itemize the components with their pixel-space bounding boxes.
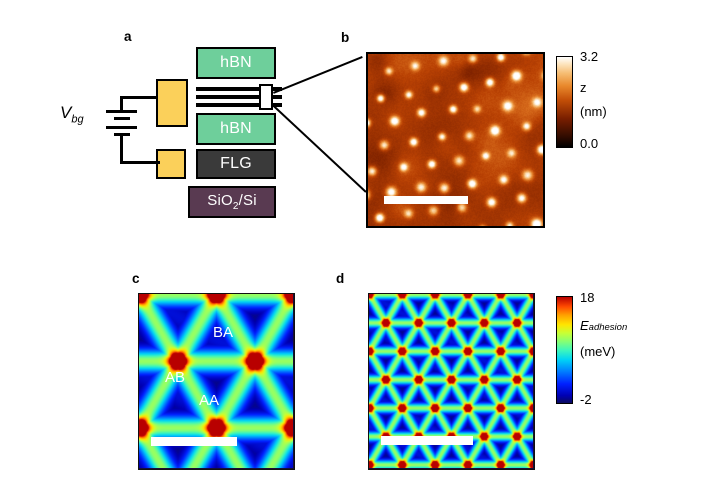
graphene-line-2 [196, 95, 282, 99]
stacking-label-ba: BA [213, 324, 234, 341]
adhesion-colorbar-quantity-label: Eadhesion [580, 318, 628, 333]
wire-top-horizontal [120, 96, 158, 99]
afm-colorbar-quantity-label: z [580, 80, 587, 95]
layer-hbn-top: hBN [196, 47, 276, 79]
layer-flg: FLG [196, 149, 276, 179]
moire-simulation-c: BA AB AA [138, 293, 295, 470]
layer-substrate: SiO2/Si [188, 186, 276, 218]
afm-colorbar-min-label: 0.0 [580, 136, 599, 151]
adhesion-colorbar-max-label: 18 [580, 290, 595, 305]
battery-short-plate-2 [114, 133, 130, 136]
afm-colorbar-max-label: 3.2 [580, 49, 599, 64]
substrate-label: SiO2/Si [207, 192, 257, 212]
layer-hbn-top-label: hBN [220, 54, 252, 71]
adhesion-colorbar [556, 296, 573, 404]
graphene-line-3 [196, 103, 282, 107]
zoom-region-box [259, 84, 273, 110]
adhesion-colorbar-min-label: -2 [580, 392, 592, 407]
battery-long-plate-2 [106, 126, 137, 129]
battery-short-plate-1 [114, 117, 130, 120]
afm-topography-image [366, 52, 545, 228]
panel-c-letter: c [132, 271, 140, 286]
wire-top-vertical [120, 96, 123, 110]
panel-b-letter: b [341, 30, 350, 45]
contact-bottom-gold [156, 149, 186, 179]
gate-voltage-label: Vbg [60, 103, 84, 126]
layer-flg-label: FLG [220, 155, 252, 172]
afm-colorbar [556, 56, 573, 148]
moire-d-scalebar [381, 436, 473, 445]
battery-long-plate-1 [106, 110, 137, 113]
moire-simulation-d [368, 293, 535, 470]
stacking-label-ab: AB [165, 369, 186, 386]
layer-hbn-bottom-label: hBN [220, 120, 252, 137]
panel-a-letter: a [124, 29, 132, 44]
moire-c-scalebar [151, 437, 237, 446]
adhesion-colorbar-units-label: (meV) [580, 344, 616, 359]
wire-bottom-vertical [120, 136, 123, 164]
graphene-line-1 [196, 87, 282, 91]
wire-bottom-horizontal [120, 161, 160, 164]
contact-top-gold [156, 79, 188, 127]
panel-a: a hBN hBN FLG SiO2/Si [0, 0, 330, 250]
stacking-label-aa: AA [199, 392, 220, 409]
layer-hbn-bottom: hBN [196, 113, 276, 145]
panel-d-letter: d [336, 271, 345, 286]
afm-scalebar [384, 196, 468, 204]
afm-colorbar-units-label: (nm) [580, 104, 607, 119]
